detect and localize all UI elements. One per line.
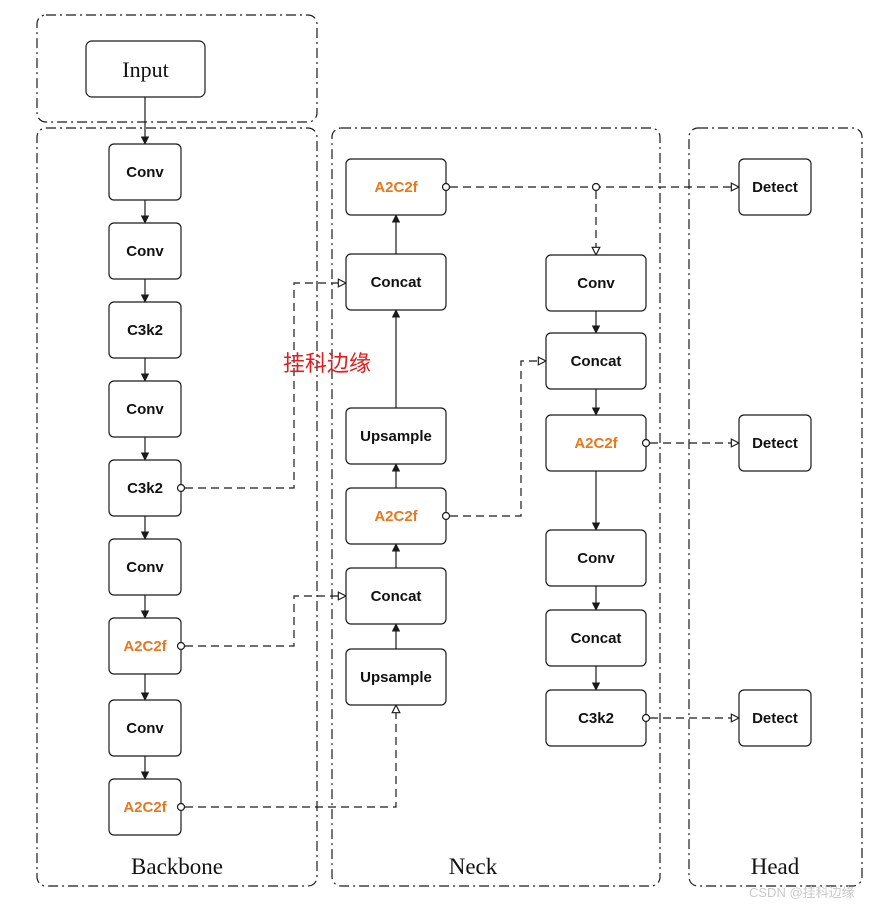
neck-node-label: Upsample [360, 669, 432, 686]
backbone-node-label: Conv [126, 559, 164, 576]
neck-node-label: Concat [371, 274, 422, 291]
backbone-node-label: C3k2 [127, 480, 163, 497]
neck-right-node-label: A2C2f [574, 435, 618, 452]
csdn-watermark: CSDN @挂科边缘 [749, 885, 855, 900]
neck-label: Neck [449, 854, 498, 879]
neck-right-node-2: Concat [545, 332, 647, 390]
neck-node-box [345, 648, 447, 706]
head-node-2: Detect [738, 414, 812, 472]
backbone-node-label: A2C2f [123, 638, 167, 655]
head-section [688, 127, 863, 887]
backbone-node-label: Conv [126, 243, 164, 260]
neck-right-node-4: Conv [545, 529, 647, 587]
head-node-box [738, 414, 812, 472]
neck-node-label: A2C2f [374, 508, 418, 525]
neck-right-node-label: C3k2 [578, 710, 614, 727]
junctions [176, 182, 651, 812]
neck-node-5: Concat [345, 567, 447, 625]
backbone-node-7: A2C2f [108, 617, 182, 675]
neck-node-box [345, 407, 447, 465]
neck-right-node-box [545, 609, 647, 667]
neck-section [331, 127, 661, 887]
overlay-watermark-text: 挂科边缘 [283, 352, 372, 377]
backbone-node-label: A2C2f [123, 799, 167, 816]
junction-dot [441, 511, 451, 521]
backbone-node-6: Conv [108, 538, 182, 596]
backbone-node-2: Conv [108, 222, 182, 280]
junction-dot [176, 483, 186, 493]
neck-node-label: A2C2f [374, 179, 418, 196]
neck-node-label: Concat [371, 588, 422, 605]
backbone-node-box [108, 699, 182, 757]
head-label: Head [751, 854, 800, 879]
neck-node-1: A2C2f [345, 158, 447, 216]
backbone-node-label: Conv [126, 720, 164, 737]
junction-dot [176, 802, 186, 812]
backbone-node-label: Conv [126, 401, 164, 418]
neck-right-node-box [545, 254, 647, 312]
junction-dot [176, 641, 186, 651]
neck-right-node-3: A2C2f [545, 414, 647, 472]
neck-node-2: Concat [345, 253, 447, 311]
skip-c3k2-to-concat [185, 283, 346, 489]
backbone-node-3: C3k2 [108, 301, 182, 359]
input-node: Input [85, 40, 206, 98]
neck-right-node-label: Conv [577, 275, 615, 292]
head-node-box [738, 689, 812, 747]
skip-a2c2f-to-upsample [185, 705, 396, 808]
backbone-node-box [108, 301, 182, 359]
head-node-box [738, 158, 812, 216]
neck-right-node-label: Conv [577, 550, 615, 567]
backbone-node-5: C3k2 [108, 459, 182, 517]
backbone-node-label: Conv [126, 164, 164, 181]
skip-a2c2f-to-concat [185, 596, 346, 647]
neck-node-3: Upsample [345, 407, 447, 465]
neck-node-box [345, 567, 447, 625]
backbone-node-box [108, 538, 182, 596]
neck-node-label: Upsample [360, 428, 432, 445]
head-node-label: Detect [752, 710, 798, 727]
neck-node-4: A2C2f [345, 487, 447, 545]
input-section [36, 14, 318, 123]
neck-node-box [345, 253, 447, 311]
connectors [140, 97, 739, 808]
backbone-section [36, 127, 318, 887]
backbone-node-4: Conv [108, 380, 182, 438]
junction-dot [441, 182, 451, 192]
junction-dot [641, 438, 651, 448]
head-node-3: Detect [738, 689, 812, 747]
neck-right-node-1: Conv [545, 254, 647, 312]
neck-right-node-6: C3k2 [545, 689, 647, 747]
backbone-node-box [108, 222, 182, 280]
backbone-node-1: Conv [108, 143, 182, 201]
backbone-node-box [108, 143, 182, 201]
section-containers [36, 14, 863, 887]
neck-right-node-box [545, 332, 647, 390]
neck-node-6: Upsample [345, 648, 447, 706]
junction-dot [591, 182, 601, 192]
junction-dot [641, 713, 651, 723]
backbone-node-8: Conv [108, 699, 182, 757]
head-node-1: Detect [738, 158, 812, 216]
backbone-node-9: A2C2f [108, 778, 182, 836]
backbone-node-label: C3k2 [127, 322, 163, 339]
head-node-label: Detect [752, 435, 798, 452]
backbone-label: Backbone [131, 854, 223, 879]
input-label: Input [122, 57, 168, 82]
backbone-node-box [108, 380, 182, 438]
head-node-label: Detect [752, 179, 798, 196]
neck-right-node-label: Concat [571, 630, 622, 647]
neck-right-node-label: Concat [571, 353, 622, 370]
neck-right-node-5: Concat [545, 609, 647, 667]
neck-right-node-box [545, 529, 647, 587]
skip-a2c2f-to-right-concat [450, 361, 546, 517]
